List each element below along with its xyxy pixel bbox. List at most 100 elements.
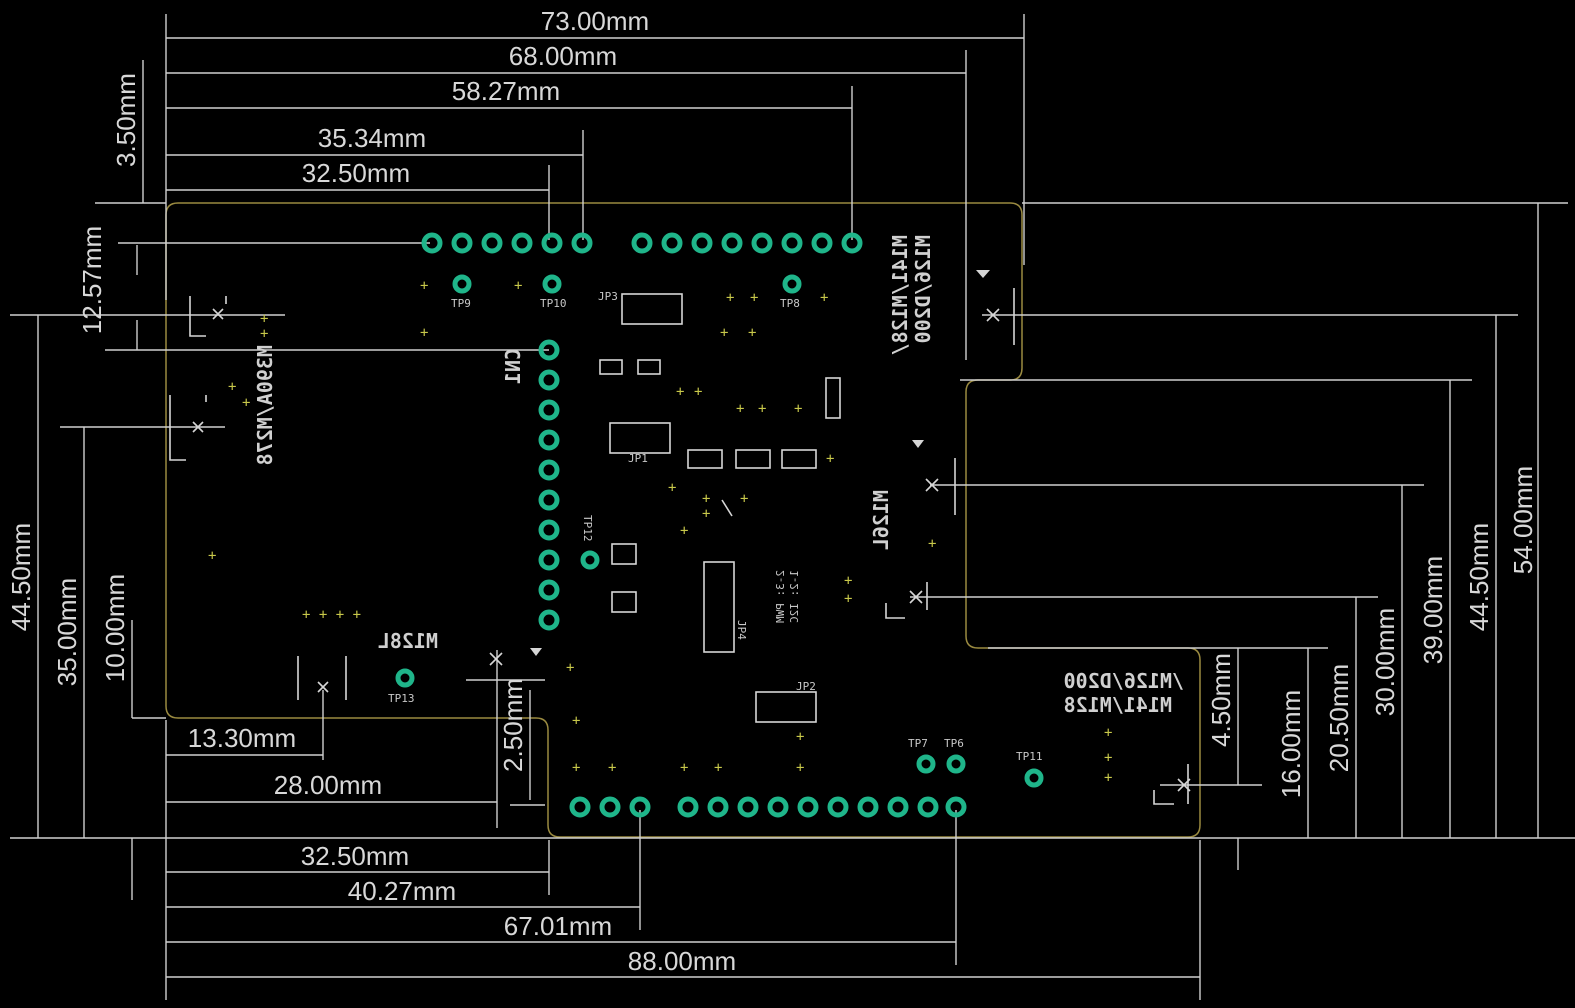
inner-dim-250: 2.50mm bbox=[322, 650, 545, 828]
svg-text:+: + bbox=[668, 480, 676, 496]
header-top-left bbox=[421, 232, 593, 254]
dim-1257: 12.57mm bbox=[77, 226, 107, 334]
header-bottom bbox=[569, 796, 967, 818]
dim-3534: 35.34mm bbox=[318, 123, 426, 153]
svg-text:+: + bbox=[694, 384, 702, 400]
label-bottom-right-1: /M126/D200 bbox=[1064, 669, 1184, 693]
svg-text:+: + bbox=[702, 506, 710, 522]
svg-text:+: + bbox=[796, 729, 804, 745]
svg-text:+: + bbox=[750, 290, 758, 306]
jp3-label: JP3 bbox=[598, 290, 618, 303]
dim-5827: 58.27mm bbox=[452, 76, 560, 106]
svg-text:+: + bbox=[748, 325, 756, 341]
bottom-dimensions: 32.50mm 40.27mm 67.01mm 88.00mm 13.30mm … bbox=[165, 720, 1201, 1000]
tp6-label: TP6 bbox=[944, 737, 964, 750]
label-top-right-1: M141/M128/ bbox=[888, 235, 912, 355]
svg-text:+: + bbox=[676, 384, 684, 400]
label-cn1: CN1 bbox=[501, 348, 525, 384]
svg-text:+: + bbox=[514, 278, 522, 294]
svg-text:+: + bbox=[208, 548, 216, 564]
svg-text:+: + bbox=[242, 395, 250, 411]
label-left: M390A/M278 bbox=[253, 345, 277, 465]
tp12-label: TP12 bbox=[581, 515, 594, 542]
label-bottom-left: M128L bbox=[378, 629, 438, 653]
tp8-label: TP8 bbox=[780, 297, 800, 310]
svg-text:+: + bbox=[928, 536, 936, 552]
components bbox=[169, 288, 1189, 805]
svg-text:+: + bbox=[1104, 770, 1112, 786]
dim-1600: 16.00mm bbox=[1276, 690, 1306, 798]
dim-3000: 30.00mm bbox=[1370, 608, 1400, 716]
dim-6701: 67.01mm bbox=[504, 911, 612, 941]
jp1-label: JP1 bbox=[628, 452, 648, 465]
svg-text:+: + bbox=[826, 451, 834, 467]
dim-73: 73.00mm bbox=[541, 6, 649, 36]
dim-250: 2.50mm bbox=[498, 678, 528, 772]
svg-text:+: + bbox=[720, 325, 728, 341]
svg-text:+: + bbox=[736, 401, 744, 417]
right-dimensions: 54.00mm 44.50mm 39.00mm 30.00mm 20.50mm … bbox=[910, 202, 1568, 870]
jumpers bbox=[609, 293, 817, 723]
svg-text:+: + bbox=[714, 760, 722, 776]
dim-28: 28.00mm bbox=[274, 770, 382, 800]
header-top-right bbox=[631, 232, 863, 254]
svg-text:+: + bbox=[260, 326, 268, 342]
svg-text:+: + bbox=[566, 660, 574, 676]
svg-text:+: + bbox=[1104, 750, 1112, 766]
svg-text:+: + bbox=[740, 491, 748, 507]
dim-3500: 35.00mm bbox=[52, 578, 82, 686]
test-points: TP9 TP10 TP8 JP3 JP1 TP12 JP4 JP2 TP13 T… bbox=[388, 274, 1044, 788]
plus-markers: + + + + + + + + + + + + + + + + + + + + … bbox=[208, 278, 1112, 786]
dim-1000: 10.00mm bbox=[100, 574, 130, 682]
svg-text:+: + bbox=[260, 311, 268, 327]
svg-text:+ + + +: + + + + bbox=[302, 607, 361, 623]
svg-text:+: + bbox=[572, 760, 580, 776]
tp7-label: TP7 bbox=[908, 737, 928, 750]
tp13-label: TP13 bbox=[388, 692, 415, 705]
jp2-label: JP2 bbox=[796, 680, 816, 693]
jp4-label: JP4 bbox=[735, 620, 748, 640]
label-bottom-right-2: M141/M128 bbox=[1064, 693, 1172, 717]
svg-text:+: + bbox=[228, 379, 236, 395]
dim-3250-top: 32.50mm bbox=[302, 158, 410, 188]
svg-text:+: + bbox=[420, 278, 428, 294]
left-dimensions: 3.50mm 12.57mm 44.50mm 35.00mm 10.00mm bbox=[6, 60, 1575, 900]
svg-text:+: + bbox=[680, 523, 688, 539]
dim-4027: 40.27mm bbox=[348, 876, 456, 906]
dim-68: 68.00mm bbox=[509, 41, 617, 71]
dim-3250-bottom: 32.50mm bbox=[301, 841, 409, 871]
fiducials bbox=[192, 270, 1191, 792]
label-right: M126L bbox=[869, 490, 893, 550]
svg-text:+: + bbox=[1104, 725, 1112, 741]
dim-88: 88.00mm bbox=[628, 946, 736, 976]
svg-text:+: + bbox=[608, 760, 616, 776]
dim-4450-right: 44.50mm bbox=[1464, 523, 1494, 631]
dim-1330: 13.30mm bbox=[188, 723, 296, 753]
tp10-label: TP10 bbox=[540, 297, 567, 310]
board-outline bbox=[165, 202, 1201, 838]
tp11-label: TP11 bbox=[1016, 750, 1043, 763]
svg-text:+: + bbox=[844, 573, 852, 589]
dim-5400: 54.00mm bbox=[1508, 466, 1538, 574]
svg-text:+: + bbox=[758, 401, 766, 417]
dim-2050: 20.50mm bbox=[1324, 664, 1354, 772]
svg-text:+: + bbox=[820, 290, 828, 306]
dim-4450-left: 44.50mm bbox=[6, 523, 36, 631]
silkscreen-labels: M141/M128/ M126/D200 M390A/M278 M126L M1… bbox=[253, 235, 1184, 717]
dim-450: 4.50mm bbox=[1206, 653, 1236, 747]
svg-text:+: + bbox=[796, 760, 804, 776]
dim-350: 3.50mm bbox=[111, 73, 141, 167]
svg-text:+: + bbox=[702, 491, 710, 507]
label-top-right-2: M126/D200 bbox=[911, 235, 935, 343]
header-cn1 bbox=[538, 339, 560, 631]
tp9-label: TP9 bbox=[451, 297, 471, 310]
svg-text:+: + bbox=[572, 713, 580, 729]
svg-text:+: + bbox=[420, 325, 428, 341]
svg-text:+: + bbox=[844, 591, 852, 607]
top-dimensions: 73.00mm 68.00mm 58.27mm 35.34mm 32.50mm bbox=[165, 6, 1025, 360]
label-jp-mode-1: 1-2: I2C bbox=[788, 570, 801, 623]
dim-3900: 39.00mm bbox=[1418, 556, 1448, 664]
svg-text:+: + bbox=[680, 760, 688, 776]
svg-text:+: + bbox=[794, 401, 802, 417]
